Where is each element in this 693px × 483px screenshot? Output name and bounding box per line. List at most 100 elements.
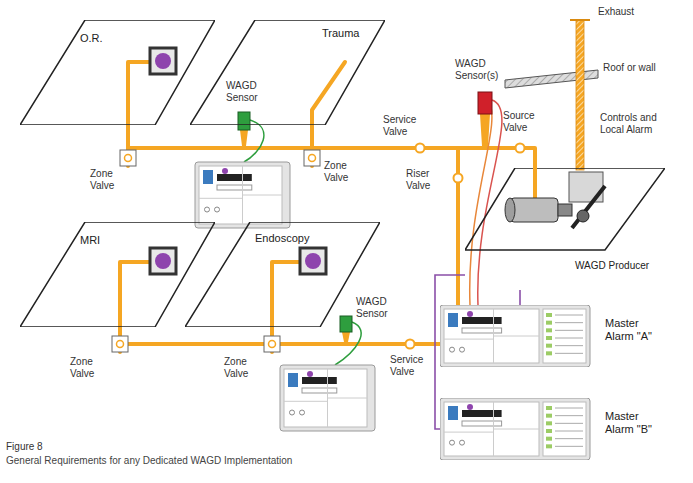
node-label: Endoscopy: [255, 232, 309, 245]
node-label: MRI: [80, 234, 100, 247]
zone-valve: [269, 341, 276, 348]
callout-label: WAGD Sensor: [226, 80, 272, 103]
master-alarm-outline: [546, 351, 552, 355]
master-alarm-outline: [462, 328, 502, 333]
room-terminal: [300, 248, 326, 274]
exhaust-pipe: [576, 20, 584, 170]
master-alarm-outline: [440, 305, 590, 367]
wagd-producer: WAGD Producer: [465, 168, 665, 290]
wagd-producer-outline: [465, 168, 665, 290]
valve: [454, 174, 463, 183]
master-alarm-outline: [543, 309, 586, 363]
local-alarm-panel: [217, 185, 252, 190]
local-alarm-panel: [307, 371, 313, 377]
master-alarm-outline: [555, 423, 583, 424]
local-alarm-panel: [290, 410, 295, 415]
callout-label: WAGD Sensor: [356, 296, 402, 319]
master-alarm-outline: [462, 421, 502, 426]
room-area-outline: [190, 20, 385, 125]
room-terminal: [155, 53, 171, 69]
master-alarm-outline: [555, 415, 583, 416]
room-area-outline: [20, 20, 215, 125]
room-area-outline: [20, 222, 215, 327]
wagd-producer-outline: [505, 198, 515, 222]
callout-label: Service Valve: [383, 114, 423, 137]
master-alarm-outline: [555, 338, 583, 339]
master-alarm-outline: [555, 408, 583, 409]
local-alarm-panel: [222, 168, 228, 174]
master-alarm-outline: [444, 432, 494, 433]
room-area: O.R.: [20, 20, 215, 125]
room-terminal: [150, 48, 176, 74]
master-alarm-outline: [448, 313, 458, 327]
callout-label: Controls and Local Alarm: [600, 112, 662, 135]
callout-label: Service Valve: [390, 354, 430, 377]
local-alarm-panel: [215, 207, 220, 212]
alarm-wire: [519, 290, 521, 305]
master-alarm-outline: [555, 438, 583, 439]
master-alarm-outline: [444, 339, 494, 340]
master-alarm-outline: [546, 444, 552, 448]
local-alarm-panel: [195, 162, 290, 228]
local-alarm-panel: [243, 195, 283, 196]
master-alarm-outline: [555, 345, 583, 346]
master-alarm-outline: [546, 321, 552, 325]
master-alarm-outline: [555, 315, 583, 316]
master-alarm-outline: [546, 429, 552, 433]
callout-label: WAGD Sensor(s): [455, 58, 517, 81]
master-alarm-outline: [460, 347, 465, 352]
master-alarm-outline: [546, 406, 552, 410]
room-area: MRI: [20, 222, 215, 327]
exhaust-pipe: [570, 19, 590, 21]
local-alarm-panel: [199, 166, 282, 224]
master-alarm-outline: [546, 328, 552, 332]
wagd-sensor: [478, 92, 492, 114]
master-alarm-outline: [467, 404, 473, 410]
master-alarm-outline: [448, 406, 458, 420]
wagd-sensor: [480, 114, 490, 146]
wagd-sensor: [240, 130, 248, 146]
master-alarm-outline: [450, 440, 455, 445]
wagd-sensor: [342, 332, 350, 342]
master-alarm-outline: [546, 421, 552, 425]
master-alarm-outline: [460, 440, 465, 445]
master-alarm-outline: [543, 402, 586, 456]
wagd-pipe: [120, 262, 150, 344]
zone-valve: [112, 336, 128, 352]
room-area-outline: [185, 222, 380, 327]
node-label: Master Alarm "B": [605, 410, 665, 435]
wagd-producer-outline: [465, 168, 665, 250]
callout-label: Roof or wall: [603, 62, 683, 74]
figure-caption: General Requirements for any Dedicated W…: [6, 455, 292, 467]
master-alarm-outline: [467, 311, 473, 317]
wagd-sensor: [238, 112, 250, 130]
master-alarm-outline: [462, 410, 502, 417]
wagd-producer-outline: [572, 186, 605, 228]
local-alarm-panel: [217, 174, 252, 181]
room-area: Endoscopy: [185, 222, 380, 327]
local-alarm-panel: [284, 401, 328, 402]
master-alarm-outline: [546, 344, 552, 348]
room-area: Trauma: [190, 20, 385, 125]
local-alarm-panel: [203, 170, 213, 184]
zone-valve: [304, 150, 320, 166]
local-alarm-panel: [284, 369, 367, 427]
node-label: WAGD Producer: [575, 260, 649, 272]
master-alarm-outline: [555, 322, 583, 323]
wagd-producer-outline: [577, 210, 589, 222]
local-alarm-panel: [199, 198, 243, 199]
callout-label: Riser Valve: [406, 168, 450, 191]
node-label: Master Alarm "A": [605, 317, 665, 342]
node-label: O.R.: [80, 32, 103, 45]
wagd-producer-outline: [558, 204, 572, 216]
master-alarm-outline: [494, 336, 540, 337]
master-alarm-outline: [450, 347, 455, 352]
local-alarm-panel: [195, 162, 375, 431]
room-area-outline: [20, 20, 215, 125]
local-alarm-panel: [328, 398, 368, 399]
master-alarm-outline: [555, 446, 583, 447]
master-alarm-outline: [555, 330, 583, 331]
sensor-wire: [478, 100, 502, 305]
room-terminal: [305, 253, 321, 269]
